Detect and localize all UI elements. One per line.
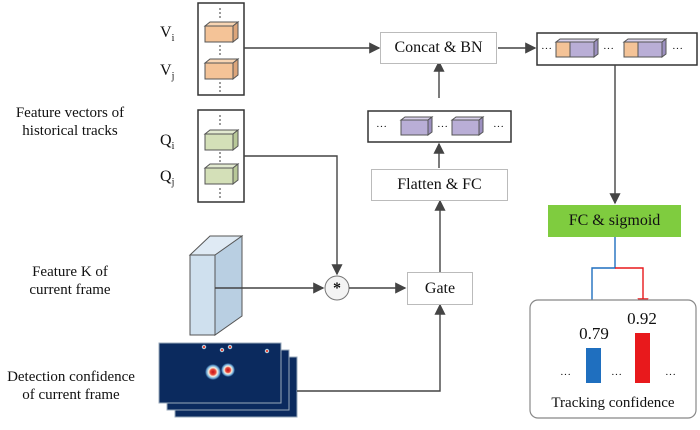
label-q-j: Qj [160, 168, 175, 189]
fc-sigmoid-node: FC & sigmoid [548, 205, 681, 237]
query-cube-i [203, 128, 240, 152]
confidence-value-1: 0.79 [579, 324, 609, 343]
ellipsis: ··· [603, 43, 614, 55]
combined-cube-1 [554, 38, 600, 58]
tracking-confidence-title: Tracking confidence [551, 395, 675, 411]
label-line: of current frame [22, 387, 120, 403]
fc-cube-1 [399, 116, 434, 136]
fc-vector-container [367, 110, 512, 143]
confidence-bar-2 [635, 333, 650, 383]
vdots [219, 8, 221, 92]
fc-cube-2 [450, 116, 485, 136]
label-line: current frame [29, 282, 111, 298]
ellipsis: ··· [541, 43, 552, 55]
gate-node: Gate [407, 272, 473, 305]
value-vector-container [197, 2, 245, 96]
flatten-fc-node: Flatten & FC [371, 169, 508, 201]
ellipsis: ··· [560, 369, 571, 381]
red-connector [615, 267, 649, 310]
label-line: Feature vectors of [15, 105, 125, 121]
label-detection-confidence: Detection confidence of current frame [0, 368, 142, 404]
ellipsis: ··· [665, 369, 676, 381]
query-cube-j [203, 162, 240, 186]
query-vector-container [197, 109, 245, 203]
blue-connector [586, 237, 616, 320]
label-line: Feature K of [32, 264, 108, 280]
label-q-i: Qi [160, 132, 175, 153]
label-line: historical tracks [22, 123, 118, 139]
label-line: Detection confidence [7, 369, 135, 385]
ellipsis: ··· [672, 43, 683, 55]
concat-bn-node: Concat & BN [380, 32, 497, 64]
value-cube-i [203, 20, 240, 44]
ellipsis: ··· [611, 369, 622, 381]
label-v-j: Vj [160, 62, 175, 83]
detection-heatmap-stack [158, 342, 298, 418]
connectors [215, 42, 621, 392]
tracking-confidence-panel [529, 299, 697, 419]
feature-k-block [188, 235, 244, 336]
value-cube-j [203, 57, 240, 81]
confidence-value-2: 0.92 [627, 309, 657, 328]
ellipsis: ··· [493, 121, 504, 133]
label-feature-k: Feature K of current frame [0, 263, 140, 299]
convolution-symbol: * [333, 280, 341, 297]
label-v-i: Vi [160, 24, 175, 45]
label-historical-tracks: Feature vectors of historical tracks [0, 104, 140, 140]
combined-cube-2 [622, 38, 668, 58]
ellipsis: ··· [437, 121, 448, 133]
ellipsis: ··· [376, 121, 387, 133]
confidence-bar-1 [586, 348, 601, 383]
